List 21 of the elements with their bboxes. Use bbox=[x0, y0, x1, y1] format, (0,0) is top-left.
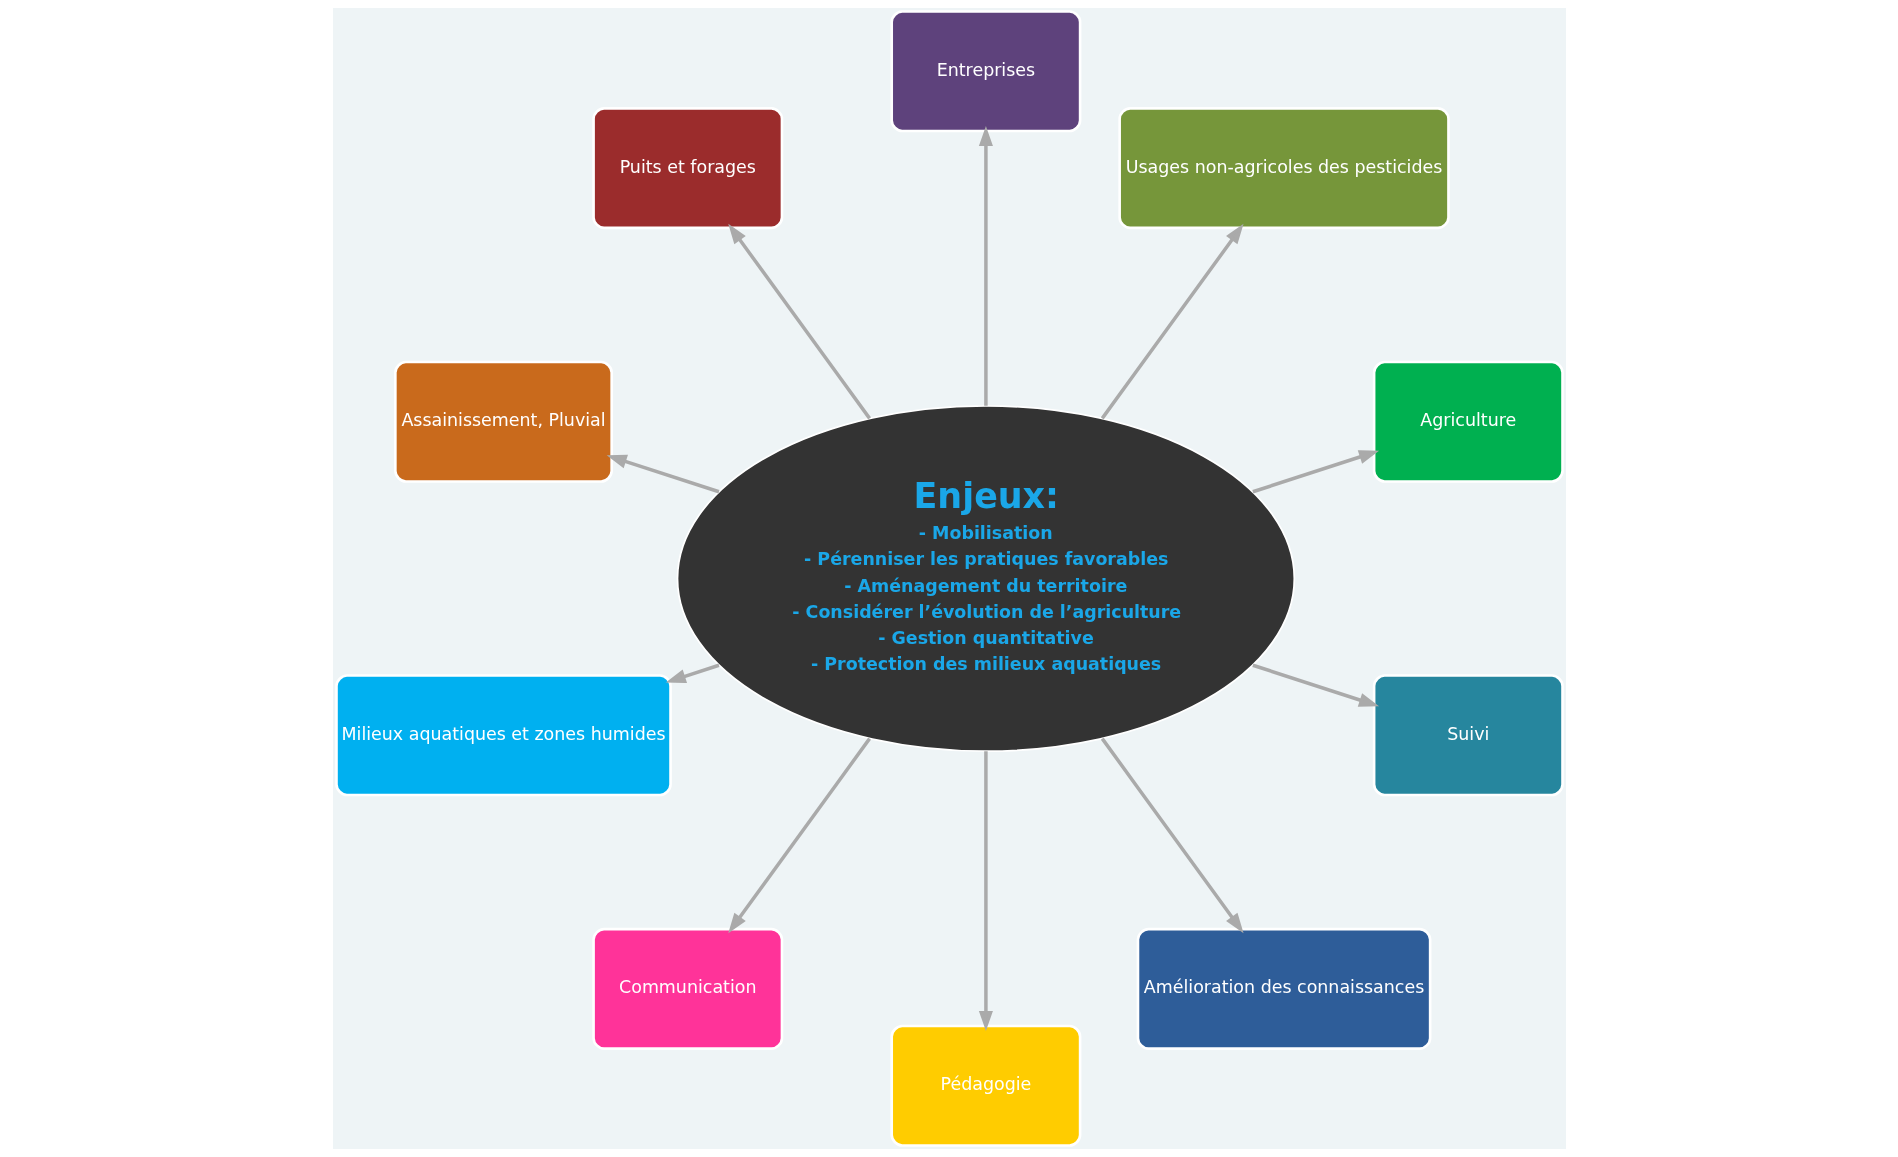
node-box: Amélioration des connaissances bbox=[1136, 927, 1431, 1050]
node-box: Pédagogie bbox=[889, 1024, 1081, 1147]
node-ellipse: Enjeux: - Mobilisation - Pérenniser les pratiques favorables - Aménagement du territoire - Considérer l’évolution de l’agriculture - Gestion quantitative - Protection des milieux aquatiques bbox=[676, 404, 1295, 753]
arrow bbox=[606, 454, 719, 494]
node-box: Usages non-agricoles des pesticides bbox=[1117, 107, 1450, 230]
arrow bbox=[978, 125, 993, 406]
arrow bbox=[1251, 663, 1379, 707]
arrow bbox=[1100, 737, 1244, 934]
node-box: Milieux aquatiques et zones humides bbox=[334, 674, 672, 797]
arrow bbox=[978, 751, 993, 1032]
arrow bbox=[727, 223, 871, 420]
arrow bbox=[727, 737, 871, 934]
arrow bbox=[1251, 450, 1379, 494]
arrow bbox=[1100, 223, 1244, 420]
node-box: Communication bbox=[591, 927, 783, 1050]
node-box: Suivi bbox=[1372, 674, 1564, 797]
node-box: Puits et forages bbox=[591, 107, 783, 230]
arrow bbox=[665, 663, 719, 683]
node-box: Agriculture bbox=[1372, 360, 1564, 483]
node-box: Assainissement, Pluvial bbox=[393, 360, 613, 483]
node-box: Entreprises bbox=[889, 10, 1081, 133]
